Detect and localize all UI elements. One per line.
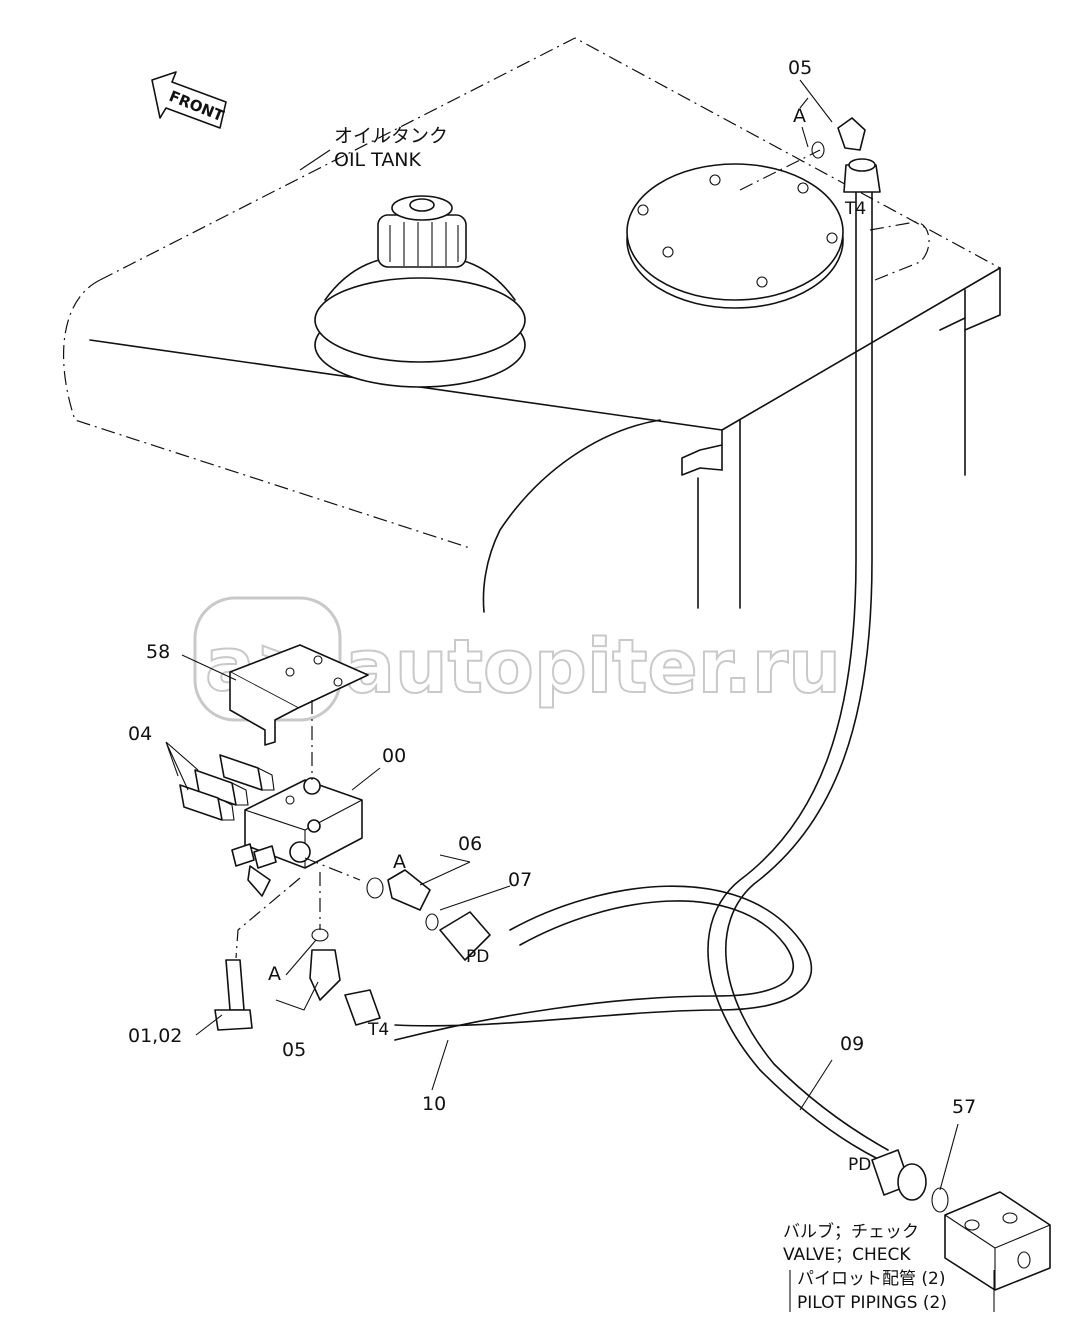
- port-pd-end: PD: [848, 1155, 871, 1175]
- part-58: 58: [146, 641, 170, 663]
- front-arrow-icon: FRONT: [151, 71, 227, 129]
- pipe-10: [394, 885, 813, 1041]
- part-10: 10: [422, 1093, 446, 1115]
- port-t4-lower: T4: [367, 1020, 389, 1040]
- watermark-text: autopiter.ru: [345, 624, 841, 710]
- mark-a-05: A: [268, 963, 281, 985]
- valve-note-sub-jp: パイロット配管 (2): [797, 1269, 945, 1289]
- tank-label-jp: オイルタンク: [334, 125, 448, 147]
- pipe-09: [707, 189, 889, 1161]
- cover-plate: [626, 149, 844, 309]
- valve-note-jp: バルブ；チェック: [783, 1221, 919, 1242]
- part-05-bottom: 05: [282, 1039, 306, 1061]
- fittings-04: [179, 754, 275, 821]
- tank-label-en: OIL TANK: [334, 149, 422, 171]
- part-07: 07: [508, 869, 532, 891]
- valve-block-00: [231, 777, 363, 897]
- part-57: 57: [952, 1096, 976, 1118]
- part-01-02: 01,02: [128, 1025, 182, 1047]
- mark-a-top: A: [793, 105, 806, 127]
- valve-note-en: VALVE；CHECK: [783, 1245, 911, 1265]
- leaders: [165, 79, 995, 1312]
- port-t4-top: T4: [844, 199, 866, 219]
- part-04: 04: [128, 723, 152, 745]
- part-05-top: 05: [788, 57, 812, 79]
- valve-note-sub-en: PILOT PIPINGS (2): [797, 1293, 947, 1313]
- oil-tank: [62, 37, 1001, 613]
- top-elbow-05: [811, 117, 881, 193]
- part-00: 00: [382, 745, 406, 767]
- mark-a-06: A: [393, 851, 406, 873]
- bracket-58: [229, 644, 369, 746]
- filler-cap: [314, 195, 526, 388]
- part-06: 06: [458, 833, 482, 855]
- fittings-lower: [214, 869, 949, 1213]
- port-pd-lower: PD: [466, 947, 489, 967]
- watermark: a> autopiter.ru: [193, 596, 842, 722]
- part-09: 09: [840, 1033, 864, 1055]
- check-valve: [944, 1191, 1051, 1291]
